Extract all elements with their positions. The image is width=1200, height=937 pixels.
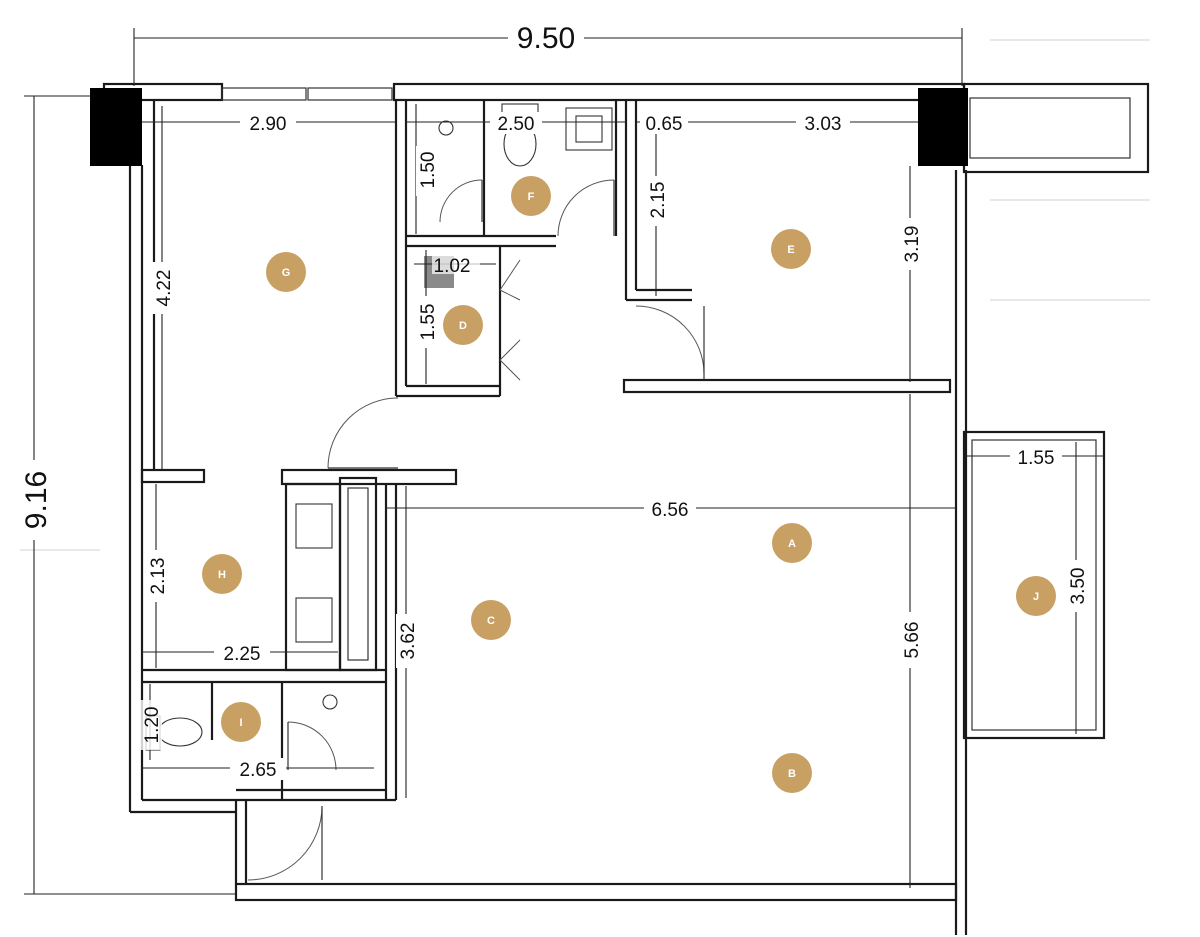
overall-height-label: 9.16 — [20, 471, 53, 529]
outer-walls — [90, 82, 1150, 935]
sink-icon — [295, 503, 333, 549]
bottom-wall — [234, 882, 958, 902]
svg-text:J: J — [1033, 591, 1039, 603]
svg-text:G: G — [282, 267, 291, 279]
room-badge-g[interactable]: G — [266, 252, 306, 292]
dim-a-width: 6.56 — [652, 500, 689, 521]
dim-ab-height: 5.66 — [902, 622, 923, 659]
door-swing-icon — [557, 179, 615, 237]
dim-g-height: 4.22 — [154, 270, 175, 307]
dim-i-height: 1.20 — [142, 707, 163, 744]
window-pane-2 — [307, 87, 393, 101]
interior-walls — [140, 100, 1106, 884]
svg-text:E: E — [787, 244, 794, 256]
svg-text:F: F — [528, 191, 535, 203]
room-badge-h[interactable]: H — [202, 554, 242, 594]
svg-text:H: H — [218, 569, 226, 581]
toilet-icon — [157, 717, 203, 747]
dim-i-width: 2.65 — [240, 760, 277, 781]
room-badge-d[interactable]: D — [443, 305, 483, 345]
room-badge-c[interactable]: C — [471, 600, 511, 640]
dim-h-height: 2.13 — [148, 558, 169, 595]
window-pane-1 — [221, 87, 307, 101]
door-swing-icon — [499, 259, 521, 301]
room-badge-f[interactable]: F — [511, 176, 551, 216]
balcony-j — [962, 430, 1106, 740]
svg-text:D: D — [459, 320, 467, 332]
dim-j-width: 1.55 — [1018, 448, 1055, 469]
room-badge-b[interactable]: B — [772, 753, 812, 793]
svg-text:I: I — [239, 717, 242, 729]
dim-d-width: 1.02 — [434, 256, 471, 277]
dim-d-height: 1.55 — [418, 304, 439, 341]
door-swing-icon — [327, 397, 399, 469]
room-badge-i[interactable]: I — [221, 702, 261, 742]
sink-icon — [295, 597, 333, 643]
room-badges: A B C D E F G H — [202, 176, 1056, 793]
dim-f-width: 2.50 — [498, 114, 535, 135]
top-wall — [392, 82, 966, 102]
sink-icon — [565, 107, 613, 151]
dim-g-width: 2.90 — [250, 114, 287, 135]
svg-text:B: B — [788, 768, 796, 780]
column-icon — [918, 88, 968, 166]
column-icon — [90, 88, 142, 166]
overall-width-label: 9.50 — [517, 22, 575, 55]
top-right-balcony — [962, 82, 1150, 174]
dim-e-height-right: 3.19 — [902, 226, 923, 263]
dim-c-height: 3.62 — [398, 623, 419, 660]
doors — [247, 179, 705, 881]
dim-h-width: 2.25 — [224, 644, 261, 665]
svg-text:C: C — [487, 615, 495, 627]
svg-text:A: A — [788, 538, 796, 550]
dimension-labels: 9.50 9.16 2.90 2.50 0.65 3.03 1.50 2.15 … — [16, 22, 1089, 781]
background-ghost-lines — [20, 39, 1150, 551]
door-swing-icon — [287, 721, 337, 771]
room-badge-j[interactable]: J — [1016, 576, 1056, 616]
dim-f-height: 1.50 — [418, 152, 439, 189]
room-badge-a[interactable]: A — [772, 523, 812, 563]
door-swing-icon — [635, 305, 705, 375]
dim-j-height: 3.50 — [1068, 568, 1089, 605]
room-badge-e[interactable]: E — [771, 229, 811, 269]
door-swing-icon — [439, 179, 483, 223]
dim-e-gap: 0.65 — [646, 114, 683, 135]
dim-e-height-left: 2.15 — [648, 182, 669, 219]
door-swing-icon — [499, 339, 521, 381]
door-swing-icon — [247, 805, 323, 881]
dim-e-width: 3.03 — [805, 114, 842, 135]
